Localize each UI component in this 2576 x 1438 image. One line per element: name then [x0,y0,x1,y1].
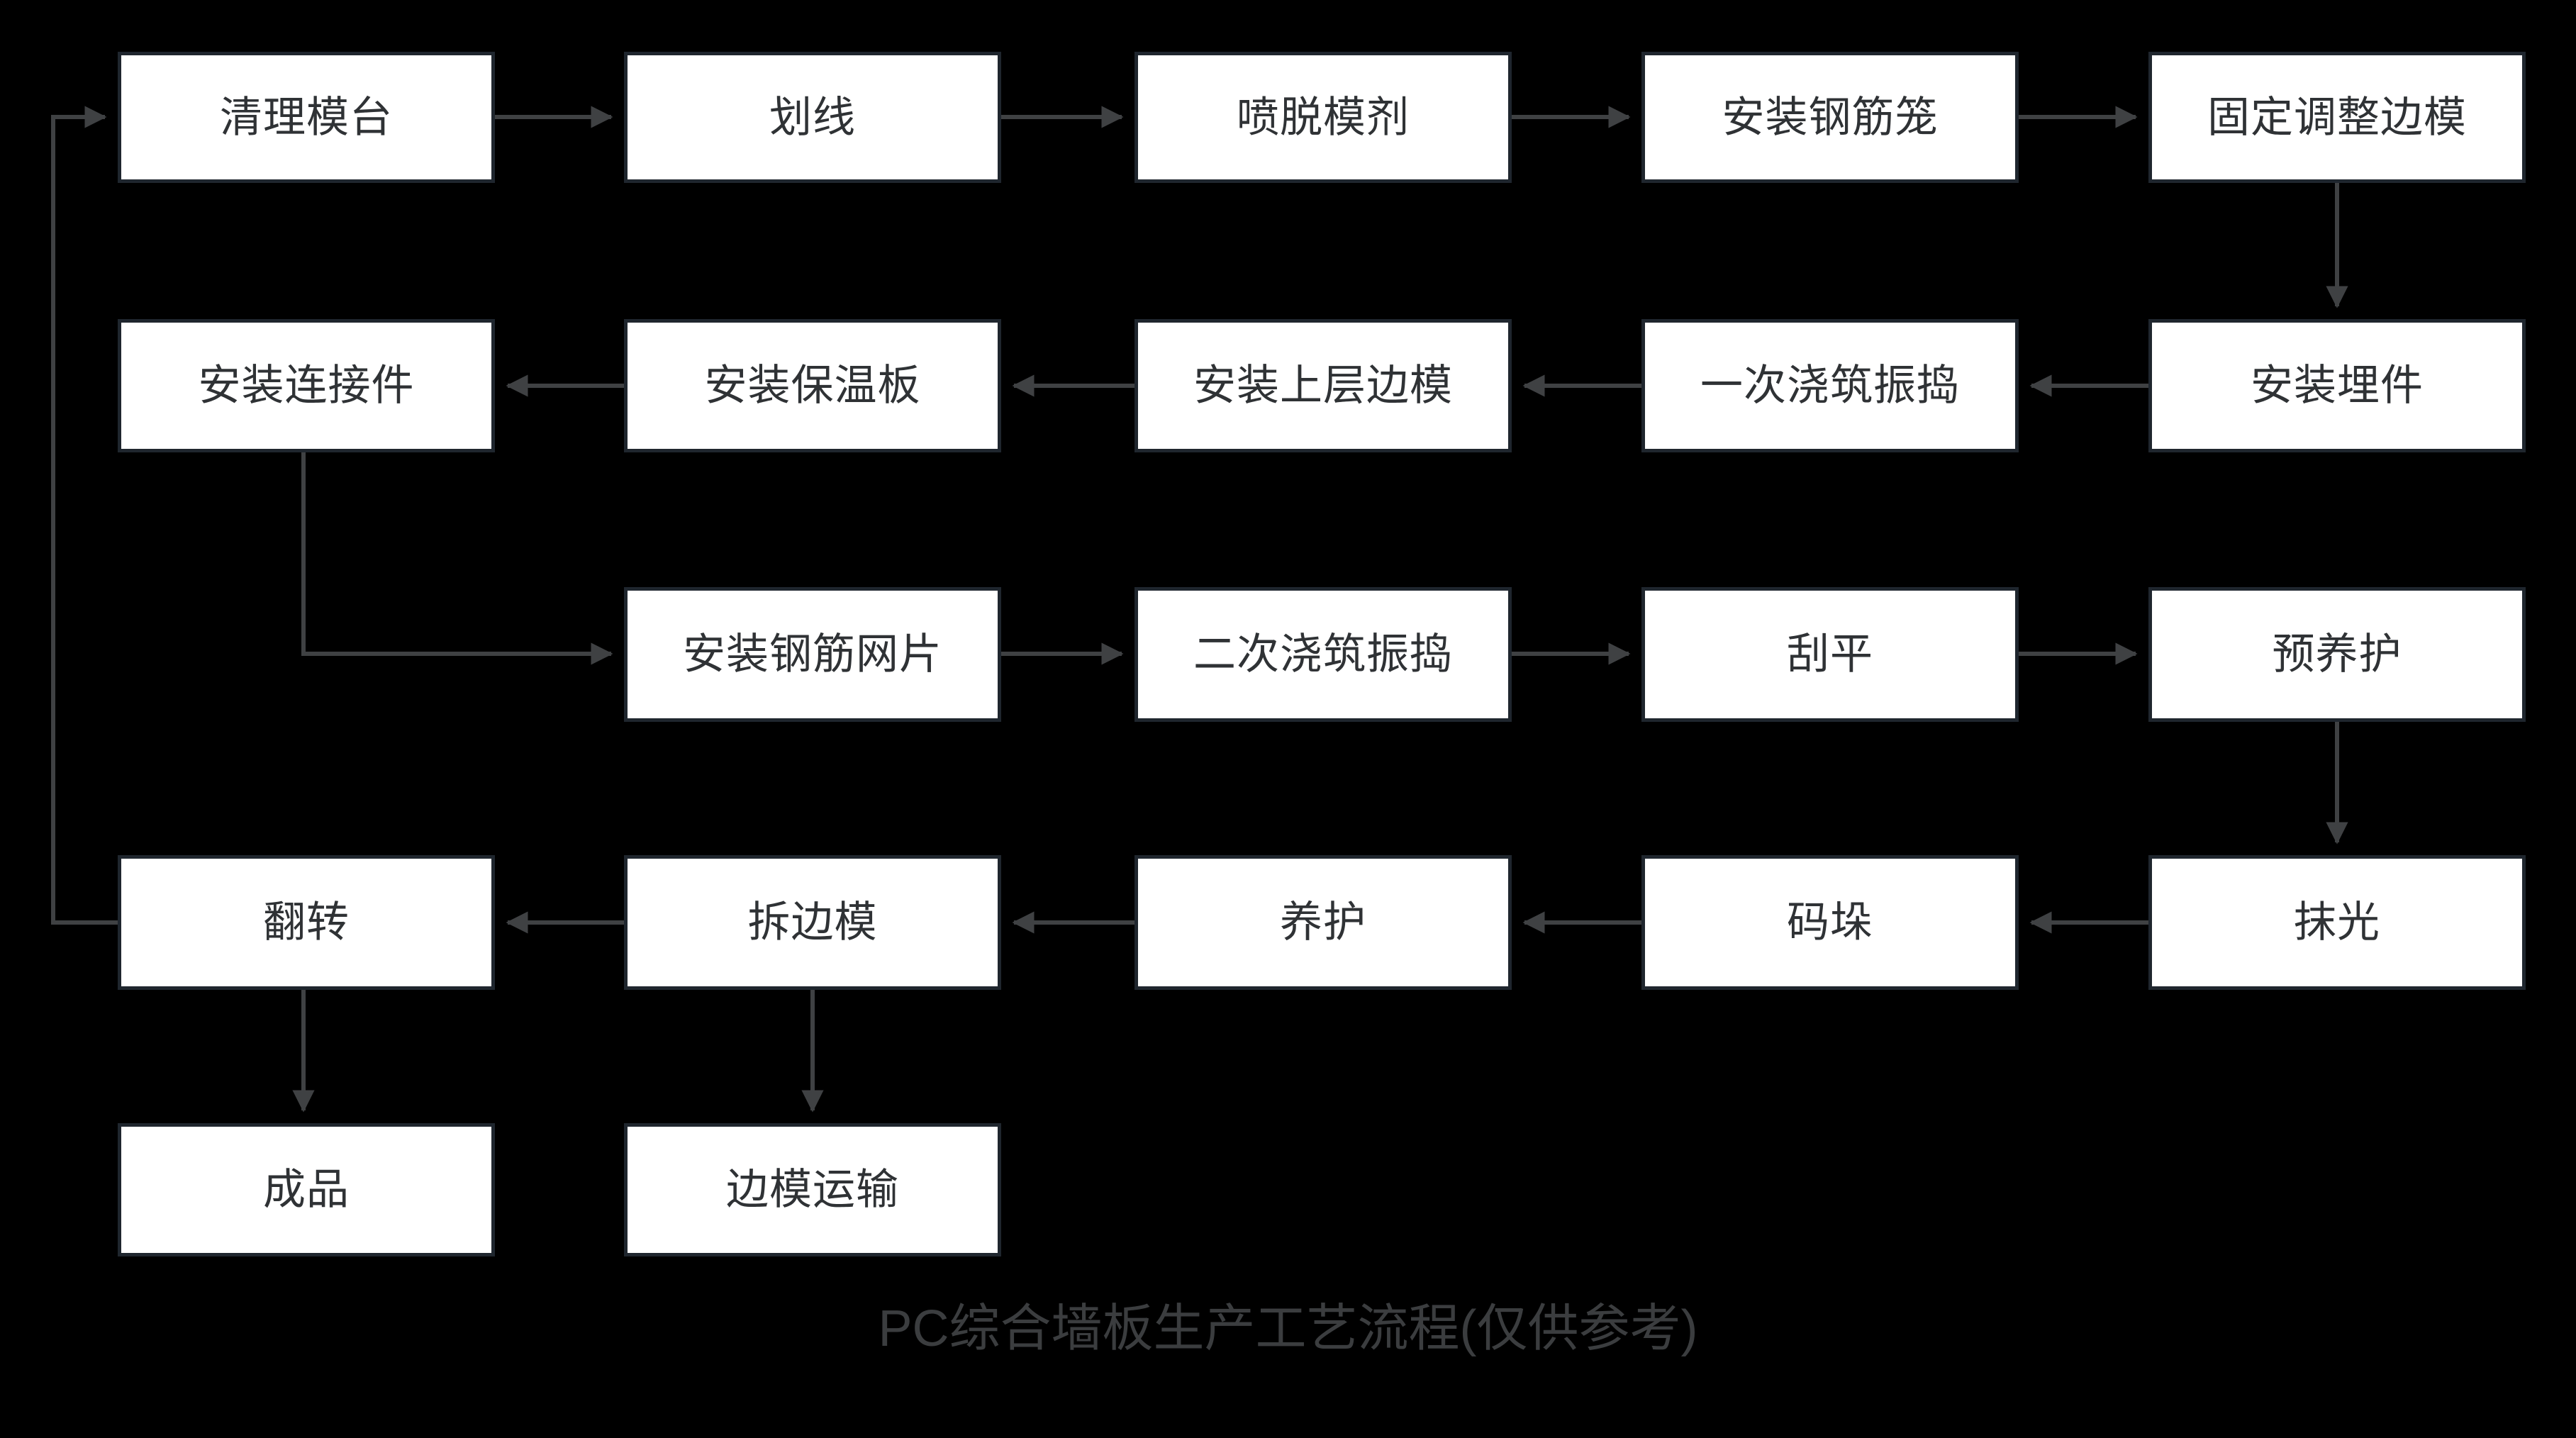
node-yi-ci-jiao-zhu-zhen-dao[interactable]: 一次浇筑振捣 [1641,319,2019,452]
node-label: 喷脱模剂 [1237,93,1410,141]
node-label: 码垛 [1787,898,1873,946]
node-gua-ping[interactable]: 刮平 [1641,587,2019,722]
node-label: 划线 [769,93,856,141]
node-pen-tuo-mo-ji[interactable]: 喷脱模剂 [1134,52,1512,183]
node-an-zhuang-lian-jie-jian[interactable]: 安装连接件 [118,319,495,452]
node-bian-mo-yun-shu[interactable]: 边模运输 [624,1123,1001,1256]
node-fan-zhuan[interactable]: 翻转 [118,855,495,990]
node-label: 边模运输 [726,1166,899,1213]
node-an-zhuang-gang-jin-long[interactable]: 安装钢筋笼 [1641,52,2019,183]
node-gu-ding-tiao-zheng-bian-mo[interactable]: 固定调整边模 [2148,52,2526,183]
node-label: 安装钢筋网片 [683,630,942,678]
node-an-zhuang-mai-jian[interactable]: 安装埋件 [2148,319,2526,452]
node-yang-hu[interactable]: 养护 [1134,855,1512,990]
node-label: 安装埋件 [2251,362,2424,409]
node-yu-yang-hu[interactable]: 预养护 [2148,587,2526,722]
node-chai-bian-mo[interactable]: 拆边模 [624,855,1001,990]
node-label: 安装上层边模 [1193,362,1453,409]
node-an-zhuang-bao-wen-ban[interactable]: 安装保温板 [624,319,1001,452]
node-label: 清理模台 [220,93,393,141]
node-er-ci-jiao-zhu-zhen-dao[interactable]: 二次浇筑振捣 [1134,587,1512,722]
node-hua-xian[interactable]: 划线 [624,52,1001,183]
node-label: 安装保温板 [704,362,921,409]
node-ma-duo[interactable]: 码垛 [1641,855,2019,990]
node-label: 安装钢筋笼 [1722,93,1939,141]
edge-n19-n1-feedback [51,106,118,925]
node-qing-li-mo-tai[interactable]: 清理模台 [118,52,495,183]
node-label: 养护 [1280,898,1366,946]
node-label: 一次浇筑振捣 [1700,362,1960,409]
node-label: 拆边模 [747,898,878,946]
edge-n10-n11 [301,452,613,665]
diagram-title: PC综合墙板生产工艺流程(仅供参考) [878,1300,1698,1357]
node-label: 二次浇筑振捣 [1193,630,1453,678]
node-label: 抹光 [2294,898,2380,946]
node-mo-guang[interactable]: 抹光 [2148,855,2526,990]
node-label: 预养护 [2272,630,2402,678]
node-label: 刮平 [1787,630,1873,678]
node-an-zhuang-shang-ceng-bian-mo[interactable]: 安装上层边模 [1134,319,1512,452]
node-label: 成品 [263,1166,350,1213]
node-label: 翻转 [263,898,350,946]
node-label: 固定调整边模 [2207,93,2467,141]
node-label: 安装连接件 [198,362,415,409]
node-an-zhuang-gang-jin-wang-pian[interactable]: 安装钢筋网片 [624,587,1001,722]
node-cheng-pin[interactable]: 成品 [118,1123,495,1256]
